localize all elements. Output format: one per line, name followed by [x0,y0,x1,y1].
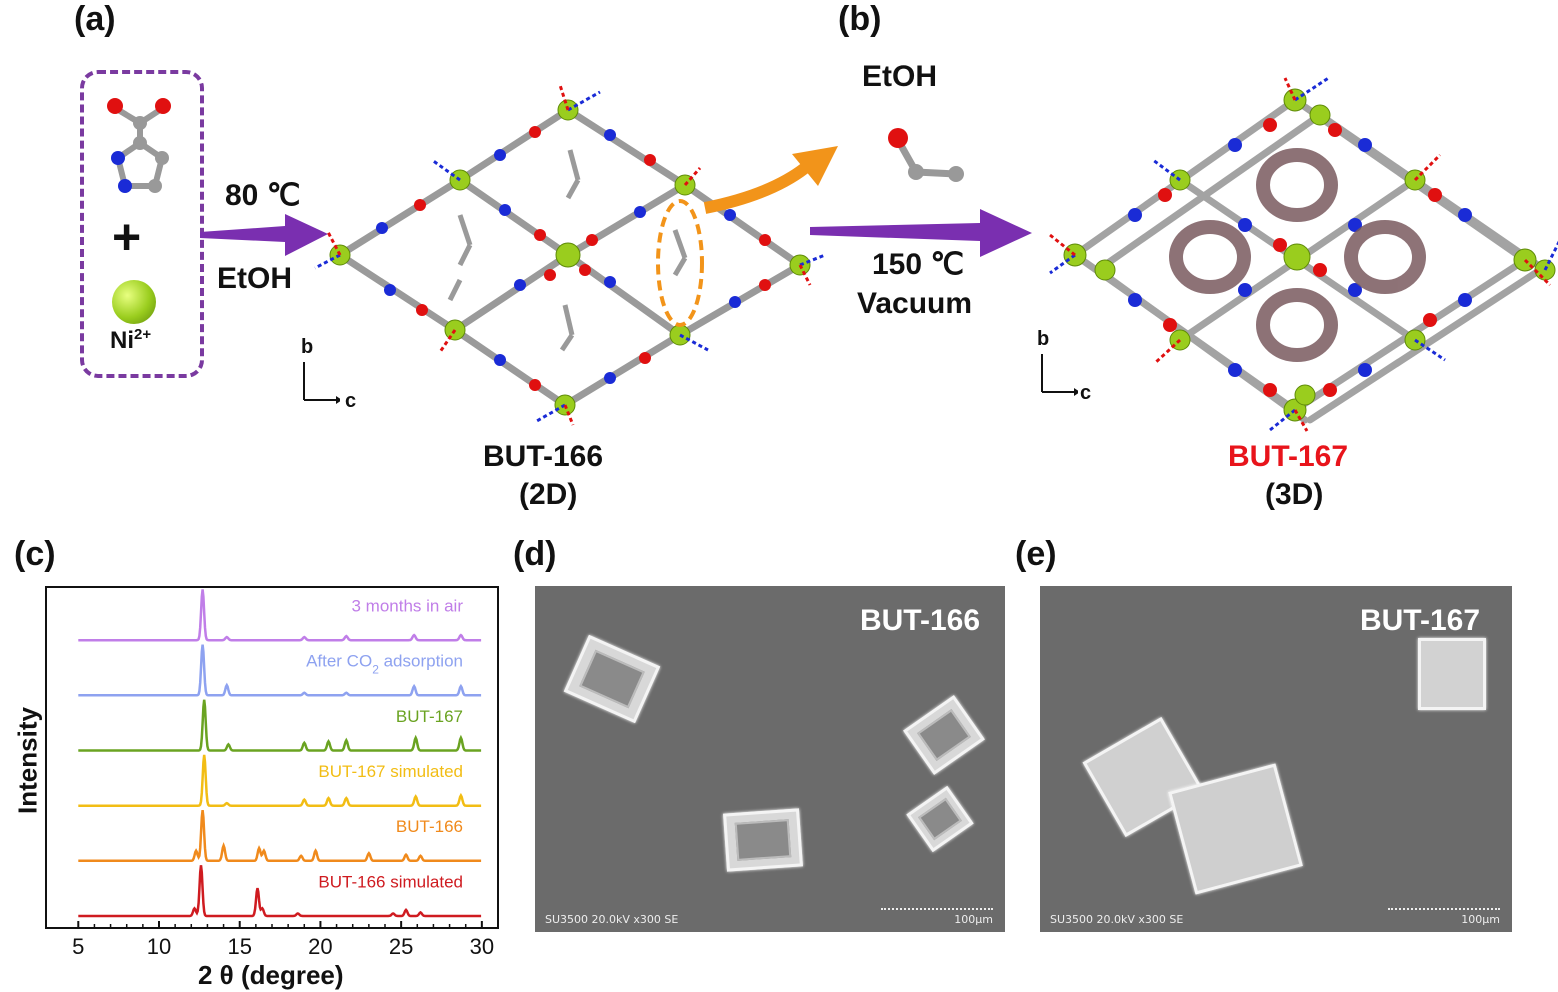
series-label-2: After CO2 adsorption [306,652,463,677]
crystal [1418,638,1486,710]
series-line-6 [78,865,482,918]
ethanol-release-arrow [703,146,838,214]
ni-ion-sphere [112,280,156,324]
panel-label-a: (a) [74,0,116,38]
x-tick-label: 30 [470,934,494,959]
chart-x-axis-label: 2 θ (degree) [198,960,344,990]
series-line-4 [78,754,482,807]
sem-but167-footer: SU3500 20.0kV x300 SE [1050,913,1184,926]
x-tick-label: 10 [147,934,171,959]
panel-label-e: (e) [1015,535,1057,573]
crystal [723,808,803,872]
sem-but167-scale: 100μm [1461,913,1500,926]
but166-structure [314,84,826,426]
series-line-1 [78,589,482,642]
series-label-5: BUT-166 [396,817,463,836]
axes-indicator-3d [1041,354,1078,396]
ni-ion-label: Ni2+ [110,326,151,355]
series-line-3 [78,699,482,752]
panel-label-c: (c) [14,535,56,573]
but166-name: BUT-166 [483,440,604,473]
x-tick-label: 25 [389,934,413,959]
x-tick-label: 5 [72,934,84,959]
chart-y-axis-label: Intensity [12,707,43,814]
panel-label-b: (b) [838,0,882,38]
x-tick-label: 20 [308,934,332,959]
ni-symbol: Ni [110,327,134,354]
series-line-5 [78,809,482,863]
axis-c-label-3d: c [1080,382,1092,404]
plus-sign: + [112,209,142,265]
sem-but166-footer: SU3500 20.0kV x300 SE [545,913,679,926]
but167-name: BUT-167 [1228,440,1349,473]
but167-dimension: (3D) [1265,478,1324,511]
axis-b-label-2d: b [301,336,314,358]
step1-solvent: EtOH [217,262,292,295]
scale-bar [881,908,993,910]
series-label-4: BUT-167 simulated [318,762,463,781]
crystal [906,785,974,853]
reactant-box [80,70,204,378]
series-label-6: BUT-166 simulated [318,872,463,891]
series-line-2 [78,644,482,697]
axes-indicator-2d [303,362,340,404]
sem-but167-title: BUT-167 [1359,604,1480,637]
scale-bar [1388,908,1500,910]
step1-temperature: 80 ℃ [225,179,301,212]
sem-but166-scale: 100μm [954,913,993,926]
sem-image-but167: BUT-167 SU3500 20.0kV x300 SE 100μm [1040,586,1512,932]
ni-charge: 2+ [134,326,152,343]
panel-label-d: (d) [513,535,557,573]
axis-c-label-2d: c [345,390,357,412]
sem-image-but166: BUT-166 SU3500 20.0kV x300 SE 100μm [535,586,1005,932]
synthesis-arrow [200,214,328,256]
crystal [903,695,985,775]
axis-b-label-3d: b [1037,328,1050,350]
x-tick-label: 15 [227,934,251,959]
but167-structure [1049,75,1558,432]
released-ethanol-label: EtOH [862,60,937,93]
series-label-3: BUT-167 [396,707,463,726]
activation-arrow [810,209,1032,257]
sem-but166-title: BUT-166 [859,604,980,637]
series-label-1: 3 months in air [352,596,464,615]
step2-condition: Vacuum [857,287,973,320]
ligand-molecule [107,98,171,193]
ethanol-molecule [888,128,964,182]
but166-dimension: (2D) [519,478,578,511]
step2-temperature: 150 ℃ [872,248,965,281]
crystal [563,634,661,724]
